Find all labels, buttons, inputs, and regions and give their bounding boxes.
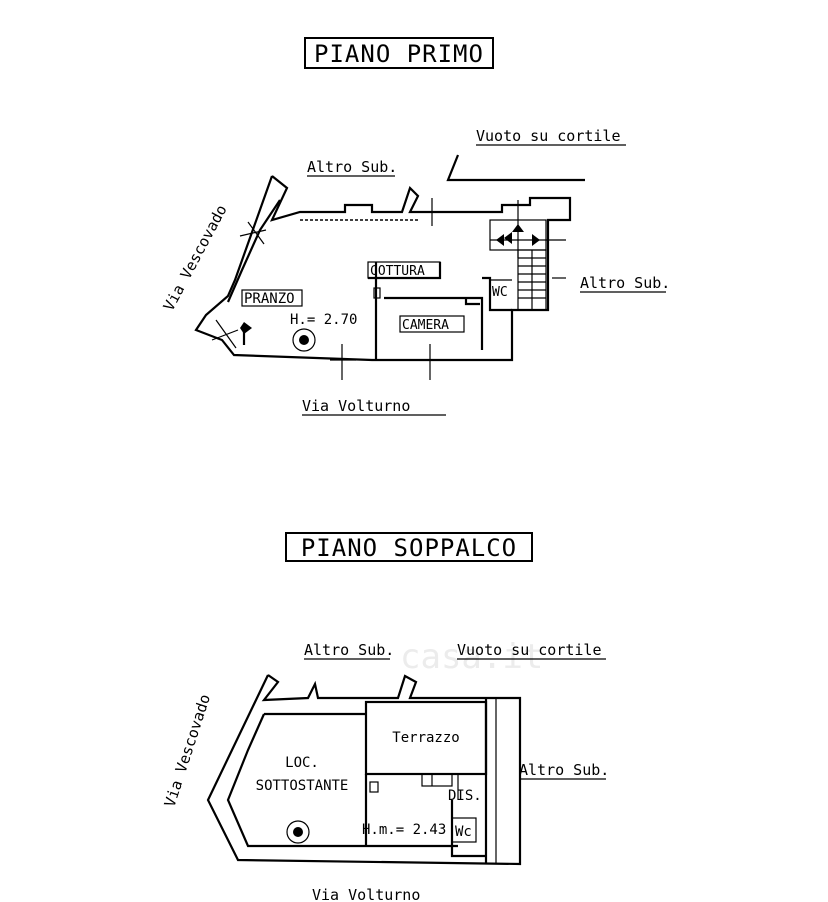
cottura-sink <box>373 287 381 299</box>
mz-boiler-icon <box>286 820 310 844</box>
mezzanine-inner-wall <box>226 713 458 848</box>
first-floor-title: PIANO PRIMO <box>314 40 484 68</box>
mezzanine-title-box <box>285 532 533 562</box>
room-cottura: COTTURA <box>370 264 425 279</box>
room-dis: DIS. <box>448 788 482 804</box>
mz-boiler-icon-core <box>293 827 303 837</box>
mezzanine-title: PIANO SOPPALCO <box>301 534 517 562</box>
first-floor-height: H.= 2.70 <box>290 312 357 328</box>
first-floor-via-vescovado: Via Vescovado <box>160 202 231 314</box>
mezzanine-plan: PIANO SOPPALCO casa.it Altro Sub. Vuoto … <box>161 532 609 902</box>
boiler-icon <box>292 328 316 352</box>
room-wc-mezzanine: Wc <box>455 824 472 840</box>
terrazzo-fixture <box>421 773 453 787</box>
first-floor-vuoto-label: Vuoto su cortile <box>476 127 621 145</box>
room-wc: WC <box>492 285 508 300</box>
stairs <box>517 249 547 311</box>
stair-landing-arrows <box>489 200 566 258</box>
pranzo-label-box <box>241 289 303 307</box>
small-fixture <box>369 781 379 793</box>
cottura-label-box <box>367 261 441 279</box>
first-floor-inner-wall-left <box>226 199 281 303</box>
mezzanine-outer-wall <box>206 674 522 866</box>
room-loc: LOC. <box>285 755 319 771</box>
watermark-text: casa.it <box>400 637 543 677</box>
mezzanine-via-volturno: Via Volturno <box>312 886 420 902</box>
first-floor-title-box <box>304 37 494 69</box>
first-floor-via-volturno: Via Volturno <box>302 397 410 415</box>
room-sottostante: SOTTOSTANTE <box>256 778 349 794</box>
mezzanine-vuoto-label: Vuoto su cortile <box>457 641 602 659</box>
first-floor-altro-sub-top: Altro Sub. <box>307 158 397 176</box>
window-markers <box>211 198 566 380</box>
mezzanine-via-vescovado: Via Vescovado <box>161 692 214 809</box>
boiler-icon-core <box>299 335 309 345</box>
mezzanine-altro-sub-right: Altro Sub. <box>519 761 609 779</box>
partition-camera <box>384 296 484 350</box>
void-boundary <box>446 154 585 182</box>
room-camera: CAMERA <box>402 318 449 333</box>
wc-label-box <box>451 817 477 843</box>
first-floor-altro-sub-right: Altro Sub. <box>580 274 670 292</box>
mezzanine-altro-sub-top: Altro Sub. <box>304 641 394 659</box>
first-floor-plan: PIANO PRIMO Vuoto su cortile Altro Sub. … <box>160 37 670 416</box>
room-pranzo: PRANZO <box>244 291 295 307</box>
partition-camera-door <box>464 298 480 306</box>
partition-wc <box>482 276 512 312</box>
room-terrazzo: Terrazzo <box>392 730 459 746</box>
camera-label-box <box>399 315 465 333</box>
mezzanine-height: H.m.= 2.43 <box>362 822 446 838</box>
fixture-icon <box>240 322 252 334</box>
